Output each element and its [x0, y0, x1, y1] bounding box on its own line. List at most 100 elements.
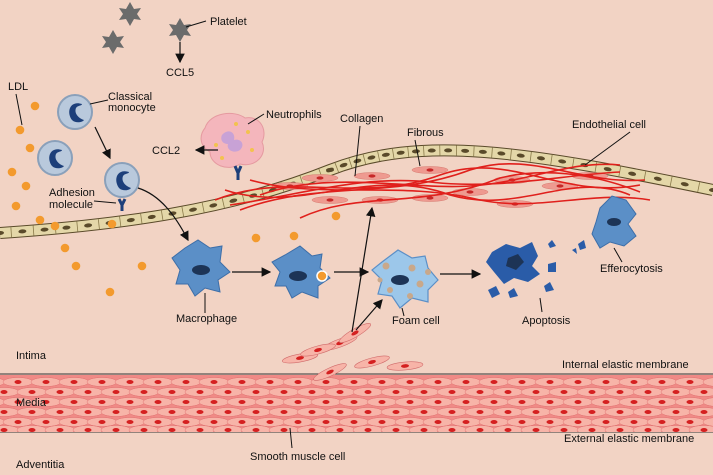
- macrophage-with-ldl: [271, 245, 331, 299]
- smooth-muscle-nucleus: [462, 420, 470, 424]
- smooth-muscle-nucleus: [644, 390, 652, 394]
- smooth-muscle-nucleus: [224, 428, 232, 432]
- smooth-muscle-nucleus: [686, 380, 694, 384]
- smooth-muscle-nucleus: [658, 420, 666, 424]
- smooth-muscle-nucleus: [238, 400, 246, 404]
- smooth-muscle-nucleus: [238, 380, 246, 384]
- smooth-muscle-nucleus: [588, 390, 596, 394]
- smooth-muscle-nucleus: [672, 390, 680, 394]
- smooth-muscle-nucleus: [616, 390, 624, 394]
- smooth-muscle-nucleus: [378, 400, 386, 404]
- ldl-particle: [15, 125, 25, 135]
- smooth-muscle-nucleus: [266, 400, 274, 404]
- smooth-muscle-nucleus: [28, 410, 36, 414]
- smooth-muscle-nucleus: [84, 390, 92, 394]
- ldl-particle: [251, 233, 261, 243]
- smooth-muscle-nucleus: [448, 428, 456, 432]
- collagen-label: Collagen: [340, 113, 383, 125]
- smooth-muscle-nucleus: [112, 428, 120, 432]
- endothelial-cell-nucleus: [147, 214, 156, 220]
- endothelial-cell-nucleus: [209, 203, 218, 208]
- smooth-muscle-nucleus: [308, 428, 316, 432]
- smooth-muscle-nucleus: [350, 420, 358, 424]
- smooth-muscle-nucleus: [70, 420, 78, 424]
- smooth-muscle-nucleus: [14, 420, 22, 424]
- smooth-muscle-nucleus: [308, 390, 316, 394]
- endothelial-cell-nucleus: [680, 182, 689, 187]
- apoptosis-label: Apoptosis: [522, 315, 571, 327]
- smooth-muscle-nucleus: [686, 420, 694, 424]
- smooth-muscle-nucleus: [70, 400, 78, 404]
- smooth-muscle-nucleus: [490, 380, 498, 384]
- ldl-particles: [7, 101, 341, 297]
- smooth-muscle-nucleus: [476, 410, 484, 414]
- smooth-muscle-nucleus: [84, 428, 92, 432]
- adhering-monocyte: [104, 162, 140, 198]
- smooth-muscle-nucleus: [392, 390, 400, 394]
- smooth-muscle-cell-label: Smooth muscle cell: [250, 451, 345, 463]
- smooth-muscle-nucleus: [574, 400, 582, 404]
- smooth-muscle-nucleus: [518, 380, 526, 384]
- smooth-muscle-nucleus: [112, 390, 120, 394]
- ldl-particle: [105, 287, 115, 297]
- smooth-muscle-nucleus: [378, 420, 386, 424]
- smooth-muscle-nucleus: [546, 380, 554, 384]
- smooth-muscle-cell: [702, 377, 713, 387]
- endothelial-cell-nucleus: [62, 225, 71, 230]
- smooth-muscle-nucleus: [98, 400, 106, 404]
- smooth-muscle-nucleus: [280, 410, 288, 414]
- neutrophil: [200, 112, 265, 180]
- smooth-muscle-nucleus: [532, 410, 540, 414]
- ldl-particle: [50, 221, 60, 231]
- efferocytosis-label: Efferocytosis: [600, 263, 663, 275]
- ldl-particle: [35, 215, 45, 225]
- smooth-muscle-nucleus: [434, 380, 442, 384]
- media-muscle-band: [0, 373, 713, 433]
- smooth-muscle-nucleus: [280, 390, 288, 394]
- smooth-muscle-nucleus: [294, 400, 302, 404]
- intima-label: Intima: [16, 350, 47, 362]
- smooth-muscle-nucleus: [210, 420, 218, 424]
- platelets: [102, 2, 191, 54]
- smooth-muscle-nucleus: [252, 410, 260, 414]
- ccl5-label: CCL5: [166, 67, 194, 79]
- smooth-muscle-nucleus: [266, 380, 274, 384]
- smooth-muscle-nucleus: [294, 420, 302, 424]
- smooth-muscle-nucleus: [84, 410, 92, 414]
- smooth-muscle-nucleus: [0, 390, 8, 394]
- smooth-muscle-nucleus: [700, 428, 708, 432]
- smooth-muscle-nucleus: [168, 410, 176, 414]
- migrating-smooth-muscle-cell: [386, 361, 424, 371]
- endothelial-cell-nucleus: [558, 159, 567, 164]
- smooth-muscle-nucleus: [140, 428, 148, 432]
- smooth-muscle-nucleus: [574, 420, 582, 424]
- smooth-muscle-nucleus: [182, 420, 190, 424]
- smooth-muscle-cells: [0, 377, 713, 432]
- fibrous-cap: [214, 162, 651, 219]
- adhesion-molecule-receptor: [117, 198, 127, 211]
- smooth-muscle-nucleus: [560, 410, 568, 414]
- endothelial-cell-nucleus: [381, 152, 390, 157]
- smooth-muscle-nucleus: [14, 380, 22, 384]
- smooth-muscle-nucleus: [140, 390, 148, 394]
- smooth-muscle-nucleus: [350, 380, 358, 384]
- neutrophils-label: Neutrophils: [266, 109, 322, 121]
- smooth-muscle-nucleus: [420, 390, 428, 394]
- endothelial-cell-nucleus: [229, 198, 238, 203]
- smooth-muscle-nucleus: [196, 410, 204, 414]
- endothelial-cell-nucleus: [396, 150, 405, 155]
- endothelial-cell-nucleus: [367, 155, 376, 160]
- ldl-particle: [107, 219, 117, 229]
- macrophage-label: Macrophage: [176, 313, 237, 325]
- smooth-muscle-nucleus: [560, 390, 568, 394]
- endothelial-cell-nucleus: [126, 218, 135, 223]
- smooth-muscle-nucleus: [420, 410, 428, 414]
- smooth-muscle-nucleus: [616, 428, 624, 432]
- smooth-muscle-nucleus: [462, 400, 470, 404]
- endothelial-cell-nucleus: [497, 151, 506, 156]
- endothelial-cell-nucleus: [628, 171, 637, 176]
- label-leader-lines: [15, 20, 631, 449]
- process-arrows: [94, 42, 482, 333]
- ccl2-label: CCL2: [152, 145, 180, 157]
- endothelial-cell-nucleus: [516, 153, 525, 158]
